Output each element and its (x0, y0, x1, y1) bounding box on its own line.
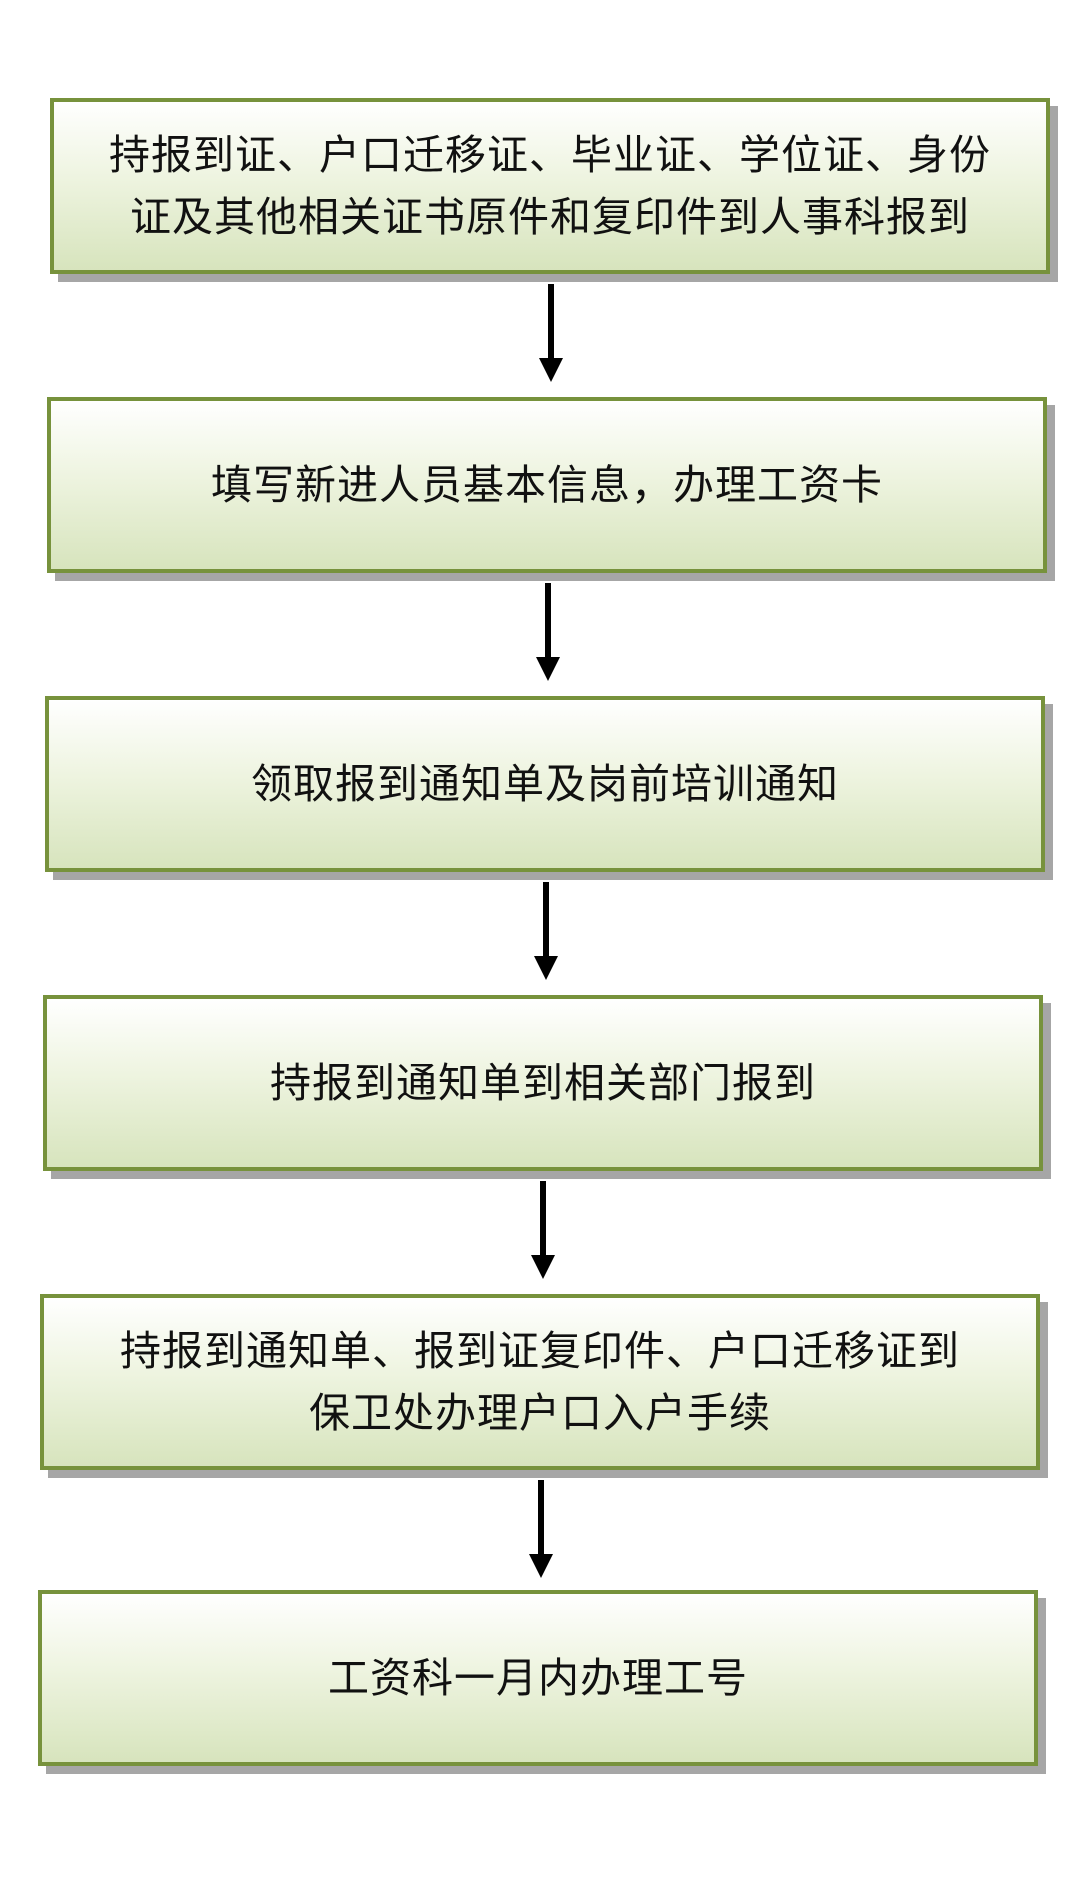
step-4-text: 持报到通知单到相关部门报到 (270, 1059, 816, 1107)
arrow-down-icon (529, 1480, 553, 1578)
step-1-line-1: 持报到证、户口迁移证、毕业证、学位证、身份 (109, 131, 991, 179)
step-1-box: 持报到证、户口迁移证、毕业证、学位证、身份 证及其他相关证书原件和复印件到人事科… (50, 98, 1050, 274)
arrow-down-icon (534, 882, 558, 980)
arrow-down-icon (536, 583, 560, 681)
step-6-text: 工资科一月内办理工号 (328, 1654, 748, 1702)
step-6-box: 工资科一月内办理工号 (38, 1590, 1038, 1766)
arrow-down-icon (531, 1181, 555, 1279)
arrow-down-icon (539, 284, 563, 382)
step-5-line-2: 保卫处办理户口入户手续 (309, 1389, 771, 1437)
step-1-text: 持报到证、户口迁移证、毕业证、学位证、身份 证及其他相关证书原件和复印件到人事科… (109, 124, 991, 248)
step-3-box: 领取报到通知单及岗前培训通知 (45, 696, 1045, 872)
step-1-line-2: 证及其他相关证书原件和复印件到人事科报到 (130, 193, 970, 241)
step-4-box: 持报到通知单到相关部门报到 (43, 995, 1043, 1171)
step-5-box: 持报到通知单、报到证复印件、户口迁移证到 保卫处办理户口入户手续 (40, 1294, 1040, 1470)
step-5-line-1: 持报到通知单、报到证复印件、户口迁移证到 (120, 1327, 960, 1375)
step-5-text: 持报到通知单、报到证复印件、户口迁移证到 保卫处办理户口入户手续 (120, 1320, 960, 1444)
step-2-box: 填写新进人员基本信息，办理工资卡 (47, 397, 1047, 573)
step-3-text: 领取报到通知单及岗前培训通知 (251, 760, 839, 808)
step-2-text: 填写新进人员基本信息，办理工资卡 (211, 461, 883, 509)
